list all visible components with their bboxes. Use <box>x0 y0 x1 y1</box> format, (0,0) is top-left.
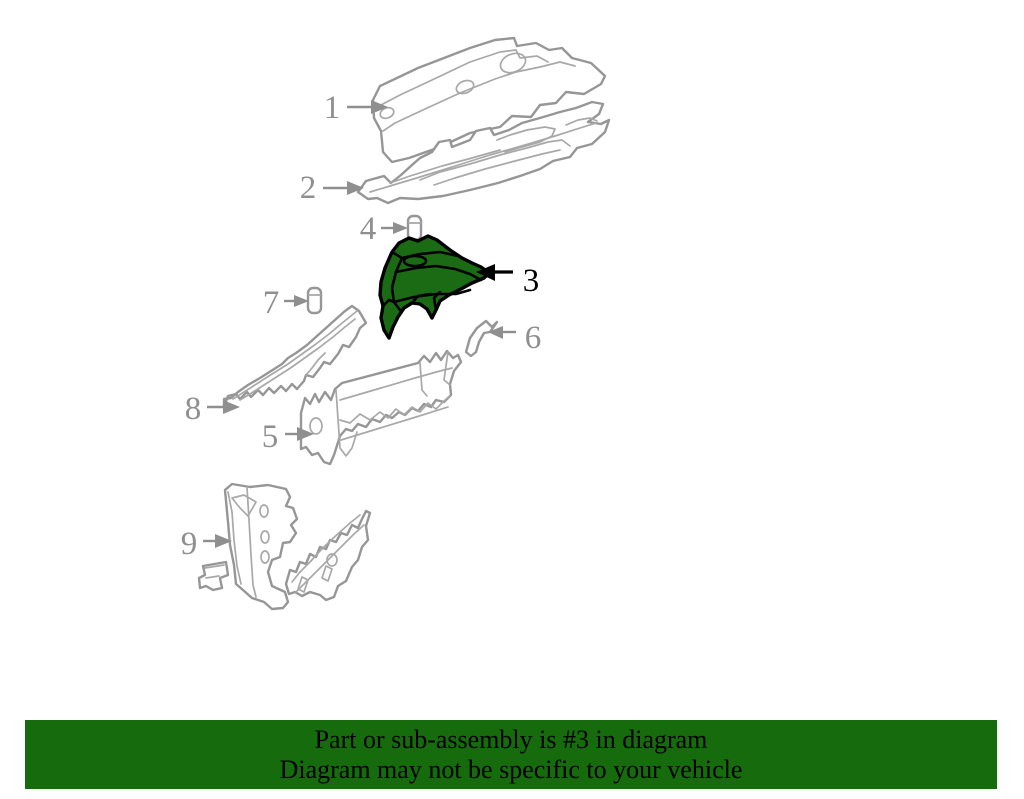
callout-4-arrowhead <box>393 222 408 234</box>
parts-diagram: 1 2 4 3 7 6 <box>181 36 611 611</box>
part-2-shape <box>356 100 611 205</box>
callout-3-arrowhead <box>476 264 495 281</box>
part-4-shape <box>406 214 423 242</box>
callout-3-label: 3 <box>523 263 540 299</box>
callout-1: 1 <box>324 90 388 126</box>
callout-2-arrowhead <box>347 181 364 195</box>
callout-1-arrowhead <box>371 100 388 114</box>
callout-6-label: 6 <box>525 320 542 356</box>
part-5-shape <box>299 349 463 466</box>
callout-7-arrowhead <box>294 295 309 307</box>
callout-9-arrowhead <box>215 534 232 548</box>
callout-5: 5 <box>262 419 314 455</box>
part-7-shape <box>306 286 323 315</box>
part-3-highlighted-shape <box>378 234 491 340</box>
callout-8-label: 8 <box>185 391 202 427</box>
banner-line-2: Diagram may not be specific to your vehi… <box>279 754 743 784</box>
callout-5-arrowhead <box>297 427 314 441</box>
part-8-shape <box>222 304 368 409</box>
callout-3: 3 <box>476 263 539 299</box>
callout-4: 4 <box>360 211 408 247</box>
callout-4-label: 4 <box>360 211 377 247</box>
part-6-shape <box>464 319 499 358</box>
callout-8: 8 <box>185 391 240 427</box>
banner-line-1: Part or sub-assembly is #3 in diagram <box>314 724 708 754</box>
callout-2: 2 <box>300 170 364 206</box>
callout-7-label: 7 <box>263 285 280 321</box>
callout-6-arrowhead <box>488 326 503 339</box>
callout-1-label: 1 <box>324 90 341 126</box>
callout-9: 9 <box>181 526 232 562</box>
callout-7: 7 <box>263 285 309 321</box>
callout-2-label: 2 <box>300 170 317 206</box>
callout-8-arrowhead <box>223 400 240 414</box>
part-9-shape <box>197 482 372 611</box>
callout-6: 6 <box>488 320 541 356</box>
callout-9-label: 9 <box>181 526 198 562</box>
part-1-shape <box>371 36 607 164</box>
diagram-notice-banner: Part or sub-assembly is #3 in diagram Di… <box>25 720 997 789</box>
callout-5-label: 5 <box>262 419 279 455</box>
